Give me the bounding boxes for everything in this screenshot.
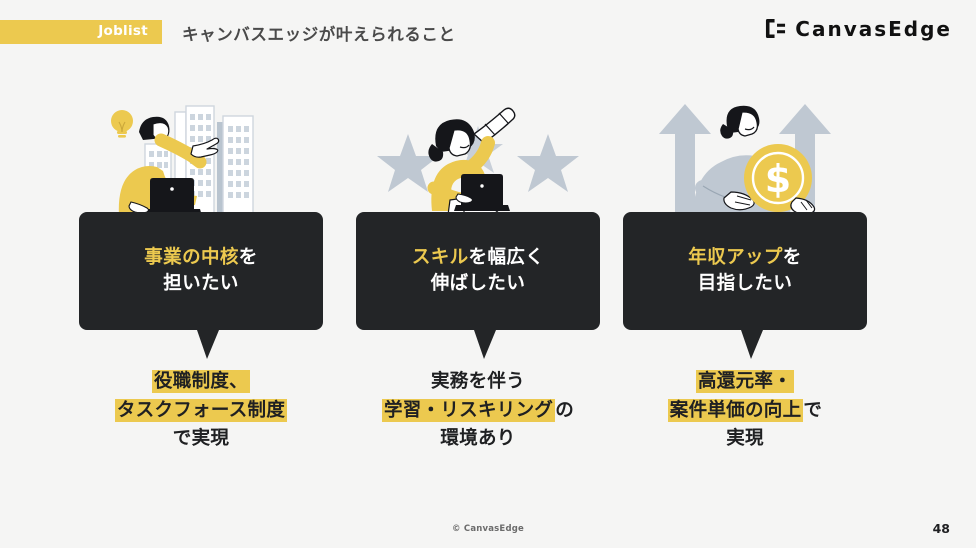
caption-mark-2: タスクフォース制度 [114,398,288,422]
brand-name: CanvasEdge [795,16,952,41]
speech-bubble-shape [623,212,867,364]
card-caption: 役職制度、 タスクフォース制度 で実現 [56,368,346,454]
page-number: 48 [932,521,950,536]
caption-mark-1: 役職制度、 [151,370,250,393]
speech-bubble-shape [79,212,323,364]
caption-mark-2: 学習・リスキリング [381,398,556,422]
caption-plain-2: の [555,399,574,421]
person-pointing-at-city-buildings-with-laptop-and-lightbulb-icon [101,96,301,226]
card-caption: 高還元率・ 案件単価の向上で 実現 [600,368,890,454]
card-business-core: 事業の中核を 担いたい 役職制度、 タスクフォース制度 で実現 [56,96,346,496]
caption-line-2: タスクフォース制度 [56,397,346,426]
footer-copyright: © CanvasEdge [452,524,524,534]
caption-line-1: 役職制度、 [56,368,346,397]
svg-text:$: $ [765,157,791,201]
caption-line-3: 実現 [726,428,764,450]
caption-line-3: 環境あり [440,428,516,450]
woman-with-telescope-on-laptop-between-two-stars-icon [377,96,579,231]
canvasedge-bracket-logo-icon [765,18,786,39]
caption-plain-2: で [803,399,823,421]
card-skills-growth: スキルを幅広く 伸ばしたい 実務を伴う 学習・リスキリングの 環境あり [333,96,623,496]
caption-line-2: 学習・リスキリングの [333,397,623,426]
caption-line-1: 高還元率・ [600,368,890,397]
card-caption: 実務を伴う 学習・リスキリングの 環境あり [333,368,623,454]
brand-lockup: CanvasEdge [765,18,952,39]
cards-row: 事業の中核を 担いたい 役職制度、 タスクフォース制度 で実現 [0,96,976,496]
joblist-tag-label: Joblist [98,23,148,40]
caption-mark-2: 案件単価の向上 [667,398,804,422]
slide-header: Joblist キャンバスエッジが叶えられること CanvasEdge [0,0,976,48]
page-title: キャンバスエッジが叶えられること [182,25,456,44]
person-holding-gold-dollar-coin-between-rising-arrows-icon: $ [645,96,845,226]
card-income-up: $ 年収アップを 目指したい 高還元率・ 案件単価の向上で 実現 [600,96,890,496]
speech-bubble-shape [356,212,600,364]
caption-mark-1: 高還元率・ [695,370,794,393]
joblist-tag: Joblist [0,20,162,44]
caption-line-3: で実現 [172,428,230,450]
caption-line-1: 実務を伴う [430,371,525,392]
caption-line-2: 案件単価の向上で [600,397,890,426]
